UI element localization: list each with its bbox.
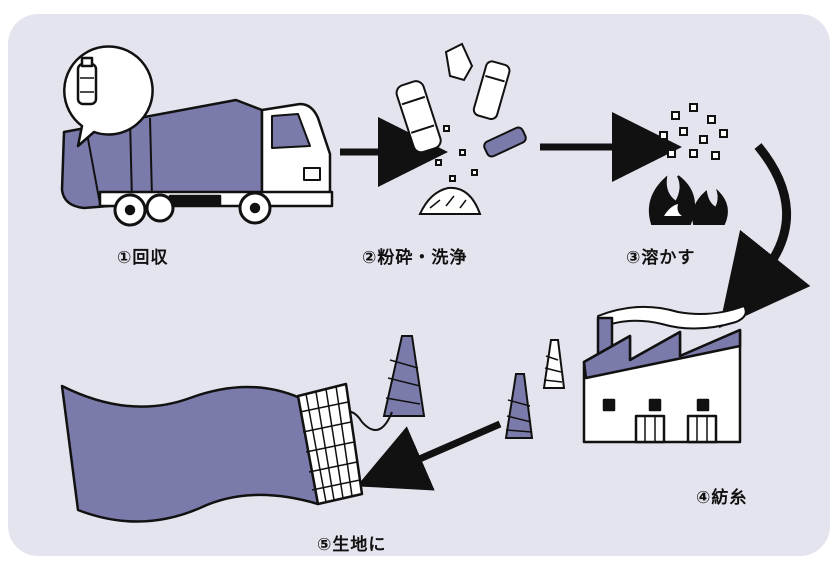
step-label-crush-wash: ②粉砕・洗浄 bbox=[362, 248, 468, 268]
step-label-collection: ①回収 bbox=[117, 248, 169, 268]
fabric-icon bbox=[60, 382, 364, 523]
garbage-truck-icon bbox=[60, 45, 334, 227]
arrow-icon bbox=[356, 420, 502, 491]
step-label-fabric: ⑤生地に bbox=[317, 535, 387, 555]
step-label-spinning: ④紡糸 bbox=[696, 488, 748, 508]
crushed-bottles-icon bbox=[395, 42, 527, 215]
flame-icon bbox=[648, 103, 728, 225]
step-label-melt: ③溶かす bbox=[626, 248, 696, 268]
yarn-cone-icon bbox=[382, 335, 566, 439]
factory-icon bbox=[582, 305, 747, 444]
curved-arrow-icon bbox=[719, 143, 811, 329]
